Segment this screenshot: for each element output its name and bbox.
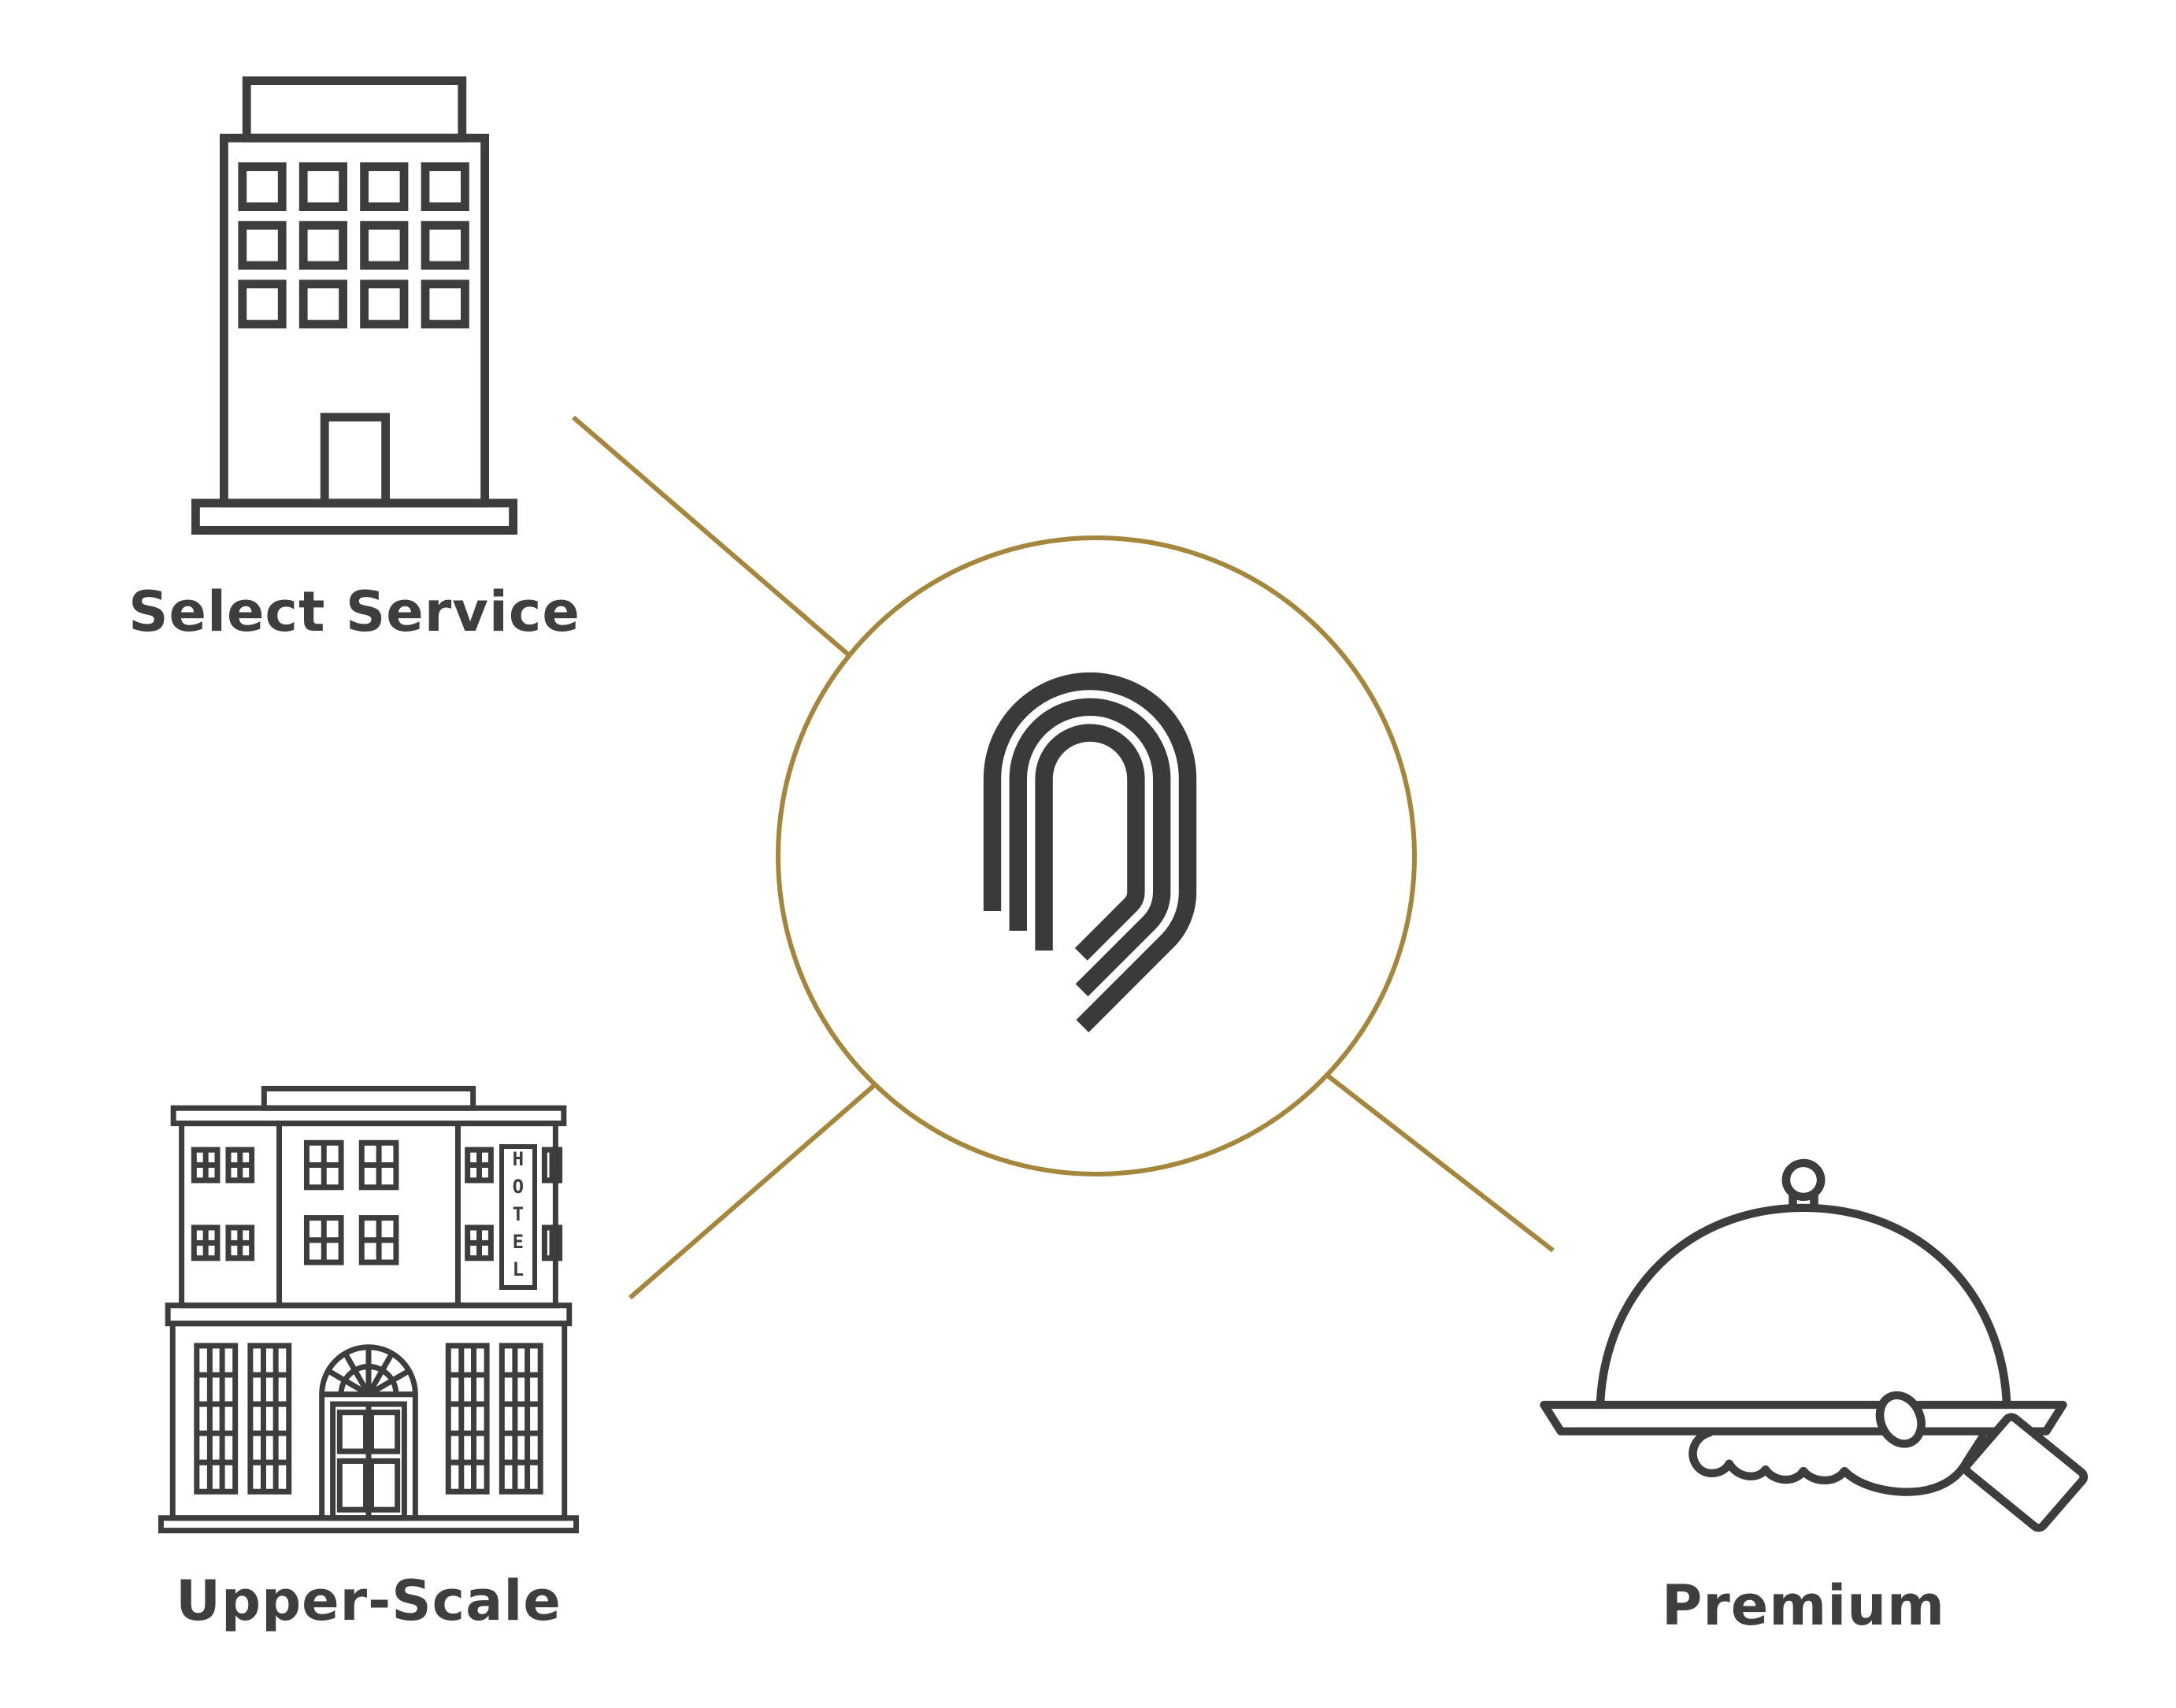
hotel-sign: HOTEL <box>499 1144 537 1291</box>
node-label-upper-scale: Upper-Scale <box>176 1569 562 1633</box>
brand-pin-logo <box>983 672 1197 1032</box>
node-select-service: Select Service <box>101 69 608 644</box>
hotel-building-icon: HOTEL <box>142 1068 595 1540</box>
office-building-icon <box>184 69 525 542</box>
node-upper-scale: HOTEL Upper-Scale <box>115 1068 622 1633</box>
hotel-sign-text: HOTEL <box>506 1148 529 1287</box>
node-premium: Premium <box>1515 1096 2092 1638</box>
node-label-premium: Premium <box>1661 1573 1945 1638</box>
hub-circle <box>776 535 1417 1176</box>
node-label-select-service: Select Service <box>128 580 580 644</box>
brand-hub <box>967 659 1219 1053</box>
serving-tray-icon <box>1515 1096 2092 1537</box>
